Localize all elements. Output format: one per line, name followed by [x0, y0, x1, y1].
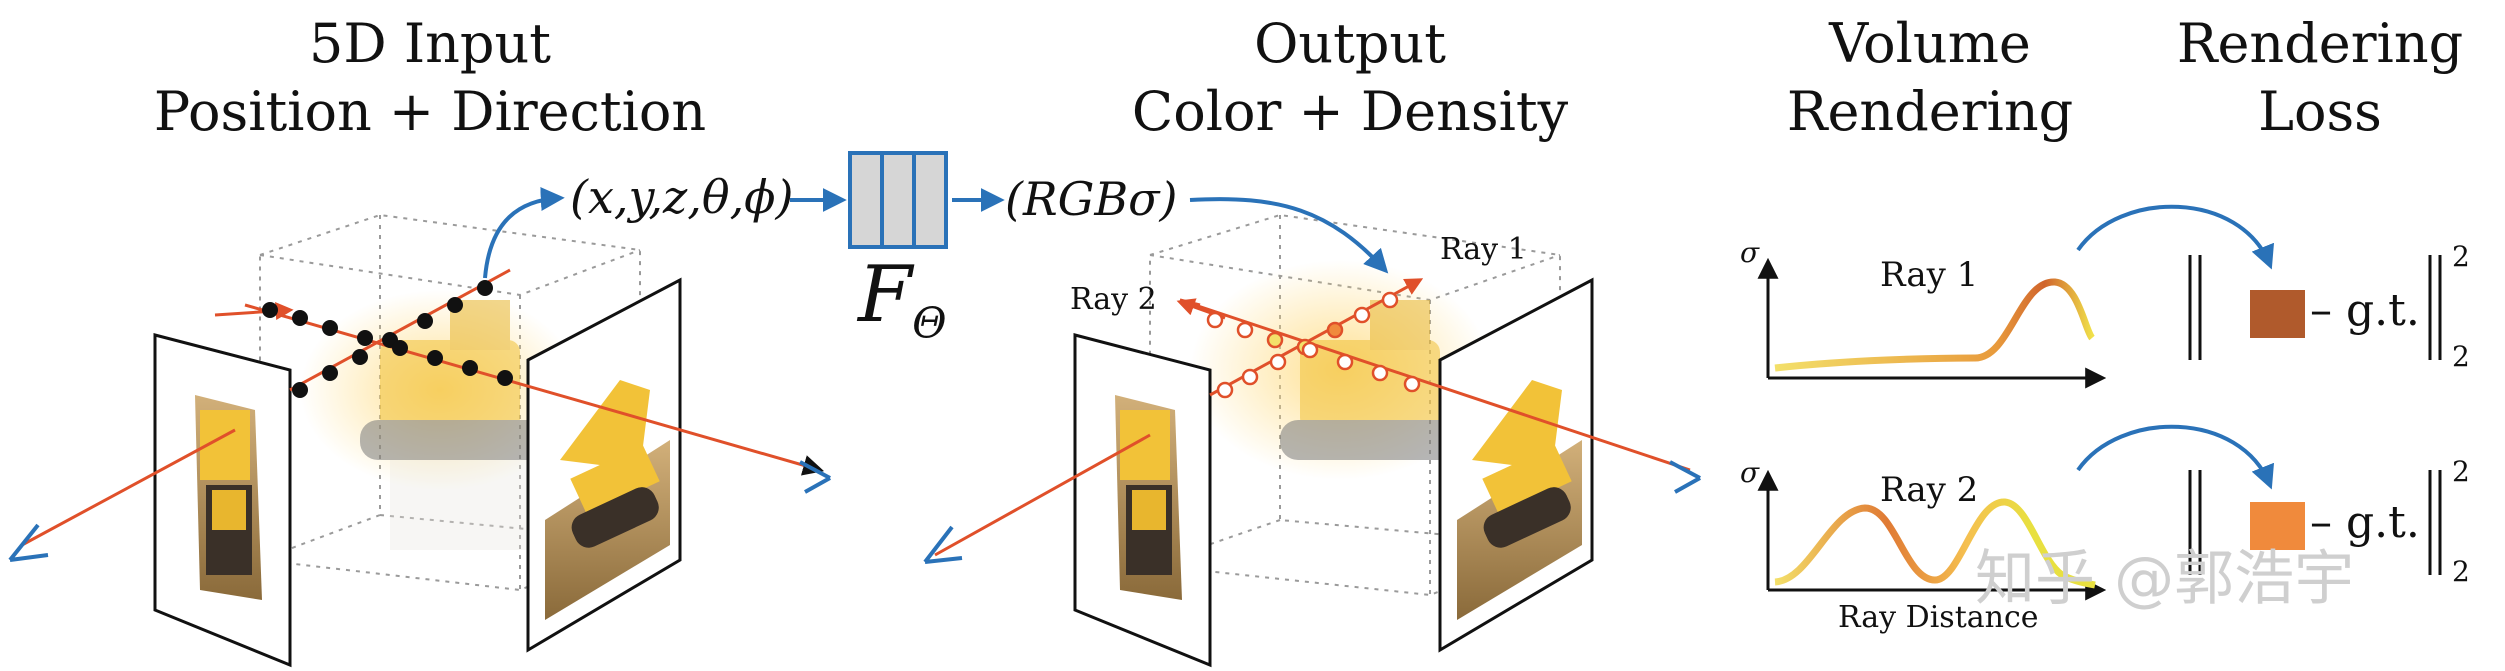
- loss-exp-ray2: 2: [2452, 455, 2470, 488]
- network-name: F: [858, 250, 913, 340]
- volume-plot-ray2: [1757, 469, 2107, 601]
- plot2-title: Ray 2: [1880, 470, 1979, 510]
- input-left-image-plane: [153, 333, 292, 668]
- loss-sub-ray1: 2: [2452, 340, 2470, 373]
- output-ray2-label: Ray 2: [1070, 282, 1157, 317]
- input-heading: 5D Input Position + Direction: [80, 10, 780, 146]
- input-heading-line1: 5D Input: [309, 12, 551, 75]
- output-right-arrowhead: [1669, 460, 1701, 494]
- output-sample-points-b: [1206, 311, 1421, 393]
- output-tuple: (RGBσ): [1005, 172, 1178, 226]
- output-scene: [923, 197, 1701, 668]
- output-right-image-plane: [1438, 277, 1594, 653]
- loss-sub-ray2: 2: [2452, 555, 2470, 588]
- loss-heading-line2: Loss: [2258, 80, 2382, 143]
- loss-gt-ray1: – g.t.: [2310, 285, 2420, 336]
- volume-heading-line2: Rendering: [1786, 80, 2074, 143]
- input-scene: [8, 186, 831, 668]
- volume-plot-ray1: [1757, 257, 2107, 389]
- output-left-arrowhead: [923, 525, 963, 564]
- network-subscript: Θ: [912, 298, 947, 348]
- output-toy-ghost: [1280, 300, 1470, 460]
- watermark: 知乎 @郭浩宇: [1975, 544, 2355, 614]
- input-heading-line2: Position + Direction: [153, 80, 707, 143]
- input-right-arrowhead: [799, 460, 831, 494]
- loss-arrow-ray2: [2076, 424, 2274, 490]
- input-sample-points-b: [262, 302, 513, 386]
- loss-norm-ray1: [2188, 255, 2442, 360]
- plot2-ylabel: σ: [1740, 456, 1760, 489]
- plot1-title: Ray 1: [1880, 255, 1979, 295]
- volume-heading: Volume Rendering: [1760, 10, 2100, 146]
- loss-swatch-ray2: [2250, 502, 2305, 550]
- output-heading-line1: Output: [1254, 12, 1446, 75]
- input-left-arrowhead: [8, 523, 49, 562]
- input-tuple: (x,y,z,θ,ϕ): [570, 170, 794, 224]
- input-right-image-plane: [526, 277, 682, 653]
- output-heading: Output Color + Density: [1000, 10, 1700, 146]
- loss-gt-ray2: – g.t.: [2310, 497, 2420, 548]
- loss-exp-ray1: 2: [2452, 240, 2470, 273]
- plot2-xlabel: Ray Distance: [1838, 600, 2039, 635]
- output-ray1-label: Ray 1: [1440, 232, 1527, 267]
- input-sample-points-a: [292, 280, 493, 398]
- network-block: [848, 151, 948, 249]
- loss-norm-ray2: [2188, 470, 2442, 575]
- loss-heading-line1: Rendering: [2176, 12, 2464, 75]
- loss-heading: Rendering Loss: [2150, 10, 2490, 146]
- output-left-image-plane: [1073, 333, 1212, 668]
- loss-arrow-ray1: [2076, 204, 2274, 270]
- loss-swatch-ray1: [2250, 290, 2305, 338]
- output-tuple-to-scene-arrow: [1189, 197, 1389, 274]
- plot1-ylabel: σ: [1740, 236, 1760, 269]
- network-label: FΘ: [858, 250, 947, 348]
- output-heading-line2: Color + Density: [1131, 80, 1569, 143]
- volume-heading-line1: Volume: [1829, 12, 2031, 75]
- input-to-tuple-arrow: [483, 186, 565, 279]
